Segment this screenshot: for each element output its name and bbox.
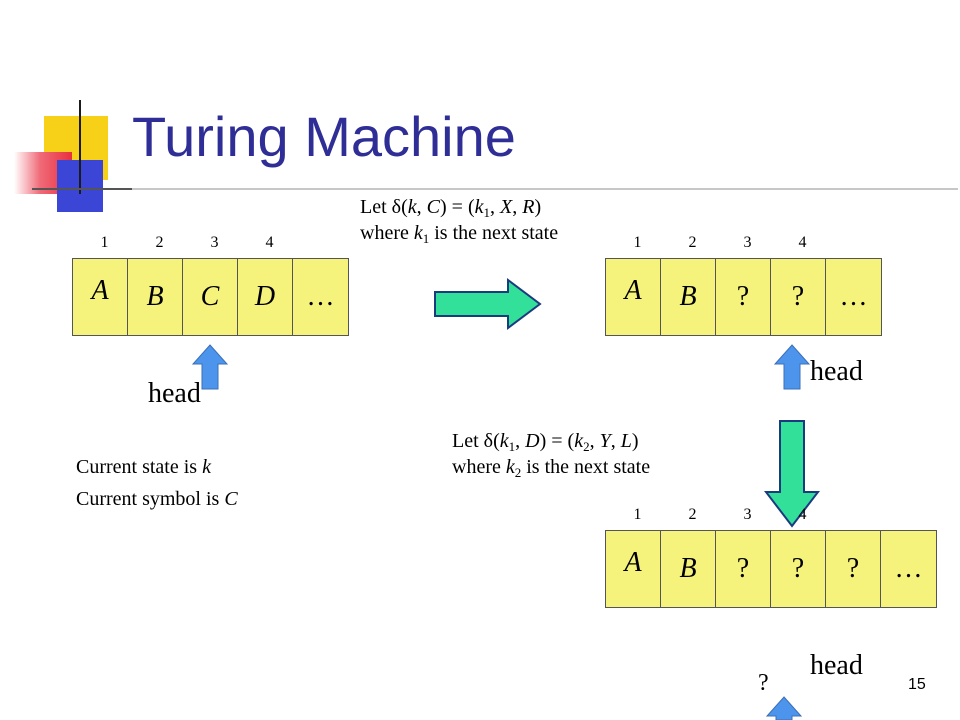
tape-2-cell: ? [771, 259, 826, 335]
transition-1-text: Let δ(k, C) = (k1, X, R) where k1 is the… [360, 194, 558, 246]
transition-2-text: Let δ(k1, D) = (k2, Y, L) where k2 is th… [452, 428, 650, 480]
tape-1-cell: D [238, 259, 293, 335]
tape-2-index: 2 [688, 234, 697, 251]
tape-2-cell: A [606, 259, 661, 335]
tape-3-cell: ? [716, 531, 771, 607]
tape-1: A B C D … [72, 258, 349, 336]
title-underline [32, 188, 958, 190]
head-1-label: head [148, 378, 201, 409]
logo-vertical-line [79, 100, 81, 194]
transition-2-line1: Let δ(k1, D) = (k2, Y, L) [452, 430, 639, 454]
tape-1-cell: A [73, 259, 128, 335]
transition-1-line2: where k1 is the next state [360, 222, 559, 246]
tape-3-index: 3 [743, 506, 752, 523]
tape-3-cell: A [606, 531, 661, 607]
transition-1-line1: Let δ(k, C) = (k1, X, R) [360, 196, 542, 220]
tape-3-cell: ? [771, 531, 826, 607]
tape-3-index: 4 [798, 506, 807, 523]
tape-1-index: 3 [210, 234, 219, 251]
tape-2-cell: ? [716, 259, 771, 335]
slide-title: Turing Machine [132, 105, 516, 168]
current-state-text: Current state is k [76, 456, 211, 478]
tape-3-index: 1 [633, 506, 642, 523]
tape-1-cell: B [128, 259, 183, 335]
title-underline-accent [32, 188, 132, 190]
tape-1-indices: 1 2 3 4 [77, 234, 297, 252]
tape-2: A B ? ? … [605, 258, 882, 336]
tape-1-cell: … [306, 281, 335, 312]
tape-2-cell: … [839, 281, 868, 312]
tape-1-index: 4 [265, 234, 274, 251]
tape-3-indices: 1 2 3 4 [610, 506, 830, 524]
head-2-label: head [810, 356, 863, 387]
tape-1-index: 2 [155, 234, 164, 251]
tape-1-cell: C [183, 259, 238, 335]
tape-2-indices: 1 2 3 4 [610, 234, 830, 252]
tape-3-cell: ? [826, 531, 881, 607]
tape-3-cell: B [661, 531, 716, 607]
transition-2-line2: where k2 is the next state [452, 456, 651, 480]
tape-2-cell: B [661, 259, 716, 335]
head-2-arrow-icon [774, 344, 810, 390]
tape-3: A B ? ? ? … [605, 530, 937, 608]
tape-1-index: 1 [100, 234, 109, 251]
page-number: 15 [908, 676, 926, 693]
head-1-arrow-icon [192, 344, 228, 390]
transition-arrow-right-icon [434, 278, 542, 330]
current-symbol-text: Current symbol is C [76, 488, 238, 510]
transition-arrow-down-icon [764, 420, 820, 528]
tape-2-index: 3 [743, 234, 752, 251]
tape-2-index: 4 [798, 234, 807, 251]
tape-2-index: 1 [633, 234, 642, 251]
tape-3-index: 2 [688, 506, 697, 523]
head-3-arrow-icon [766, 696, 802, 720]
tape-3-cell: … [894, 553, 923, 584]
head-3-label: head [810, 650, 863, 681]
head-3-position-unknown: ? [758, 670, 769, 696]
